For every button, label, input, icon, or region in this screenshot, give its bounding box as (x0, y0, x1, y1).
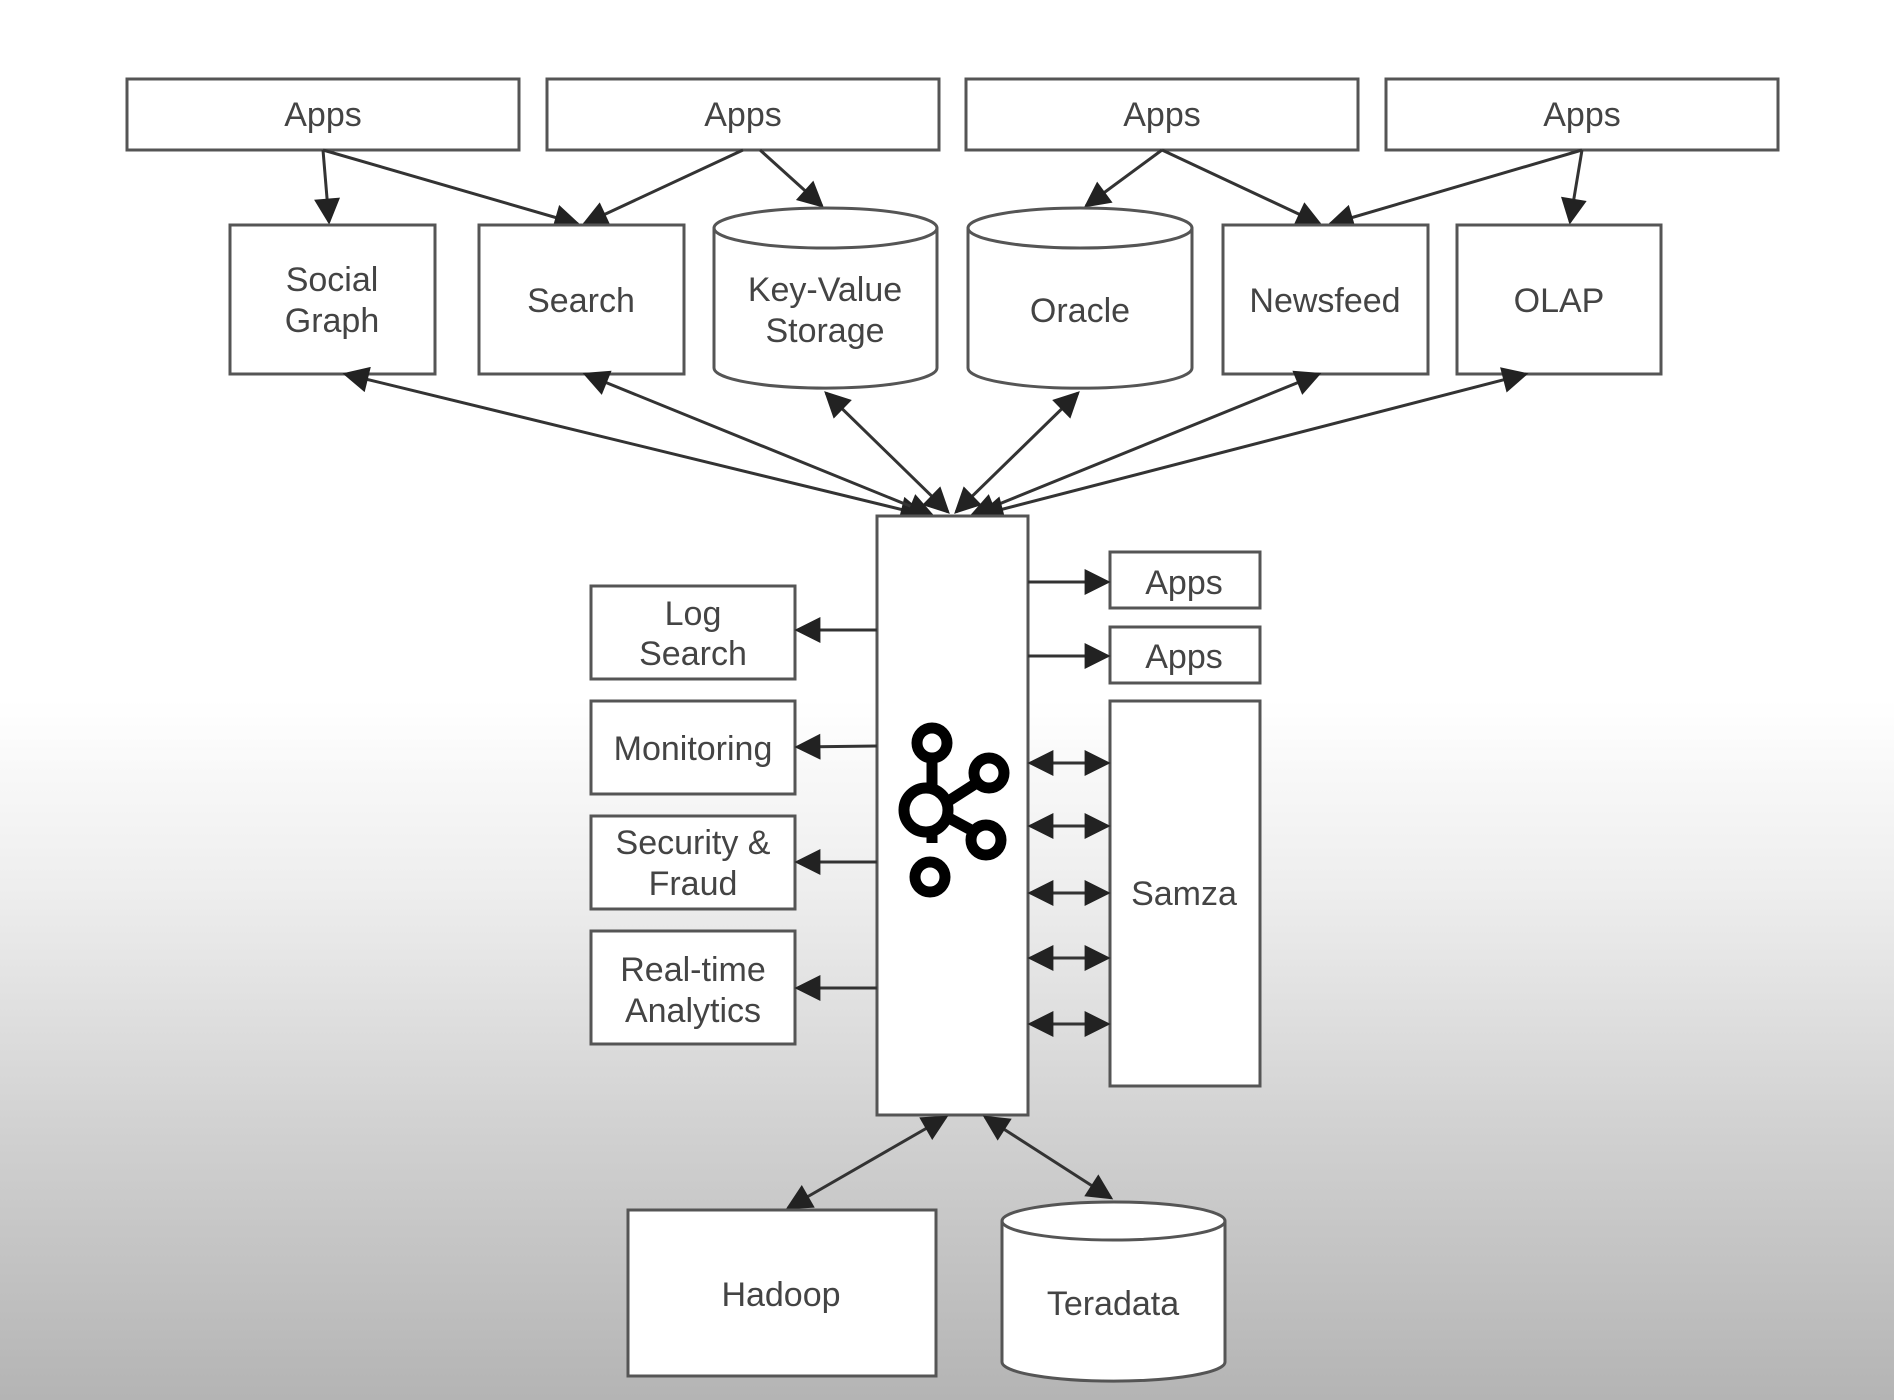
newsfeed-label: Newsfeed (1249, 282, 1400, 320)
kafka-to-bottom-arrows (785, 1115, 1114, 1210)
apps-label: Apps (1145, 638, 1223, 676)
stores-kafka-arrows (342, 366, 1529, 523)
key-value-storage-cylinder: Key-Value Storage (712, 206, 939, 390)
search-label: Search (527, 282, 635, 320)
security-label-line1: Security & (616, 824, 771, 862)
newsfeed-box: Newsfeed (1221, 223, 1430, 376)
olap-box: OLAP (1455, 223, 1663, 376)
apps-label: Apps (1543, 96, 1621, 134)
right-apps-box-2: Apps (1108, 625, 1262, 685)
security-fraud-box: Security & Fraud (589, 814, 797, 911)
right-apps-box-1: Apps (1108, 550, 1262, 610)
log-search-label-line2: Search (639, 635, 747, 673)
teradata-cylinder: Teradata (1000, 1200, 1227, 1383)
security-label-line2: Fraud (649, 865, 738, 903)
social-graph-label-line2: Graph (285, 302, 380, 340)
apps-box-1: Apps (125, 77, 521, 152)
realtime-analytics-box: Real-time Analytics (589, 929, 797, 1046)
oracle-label: Oracle (1030, 292, 1130, 330)
apps-box-3: Apps (964, 77, 1360, 152)
realtime-label-line2: Analytics (625, 992, 761, 1030)
key-value-label-line2: Storage (765, 312, 884, 350)
teradata-label: Teradata (1047, 1285, 1179, 1323)
apps-label: Apps (284, 96, 362, 134)
kafka-to-right-arrows (1027, 569, 1111, 1037)
apps-box-4: Apps (1384, 77, 1780, 152)
apps-label: Apps (1145, 564, 1223, 602)
kafka-logo-icon (898, 722, 1010, 898)
apps-label: Apps (704, 96, 782, 134)
social-graph-box: Social Graph (228, 223, 437, 376)
hadoop-label: Hadoop (721, 1276, 840, 1314)
olap-label: OLAP (1514, 282, 1605, 320)
apps-label: Apps (1123, 96, 1201, 134)
key-value-label-line1: Key-Value (748, 271, 902, 309)
kafka-to-left-arrows (794, 617, 878, 1001)
search-box: Search (477, 223, 686, 376)
oracle-cylinder: Oracle (966, 206, 1194, 390)
log-search-box: Log Search (589, 584, 797, 681)
realtime-label-line1: Real-time (620, 951, 765, 989)
social-graph-label-line1: Social (286, 261, 379, 299)
apps-to-stores-arrows (314, 148, 1587, 230)
samza-label: Samza (1131, 875, 1237, 913)
apps-box-2: Apps (545, 77, 941, 152)
samza-box: Samza (1108, 699, 1262, 1088)
monitoring-label: Monitoring (614, 730, 773, 768)
hadoop-box: Hadoop (626, 1208, 938, 1378)
monitoring-box: Monitoring (589, 699, 797, 796)
log-search-label-line1: Log (665, 595, 722, 633)
